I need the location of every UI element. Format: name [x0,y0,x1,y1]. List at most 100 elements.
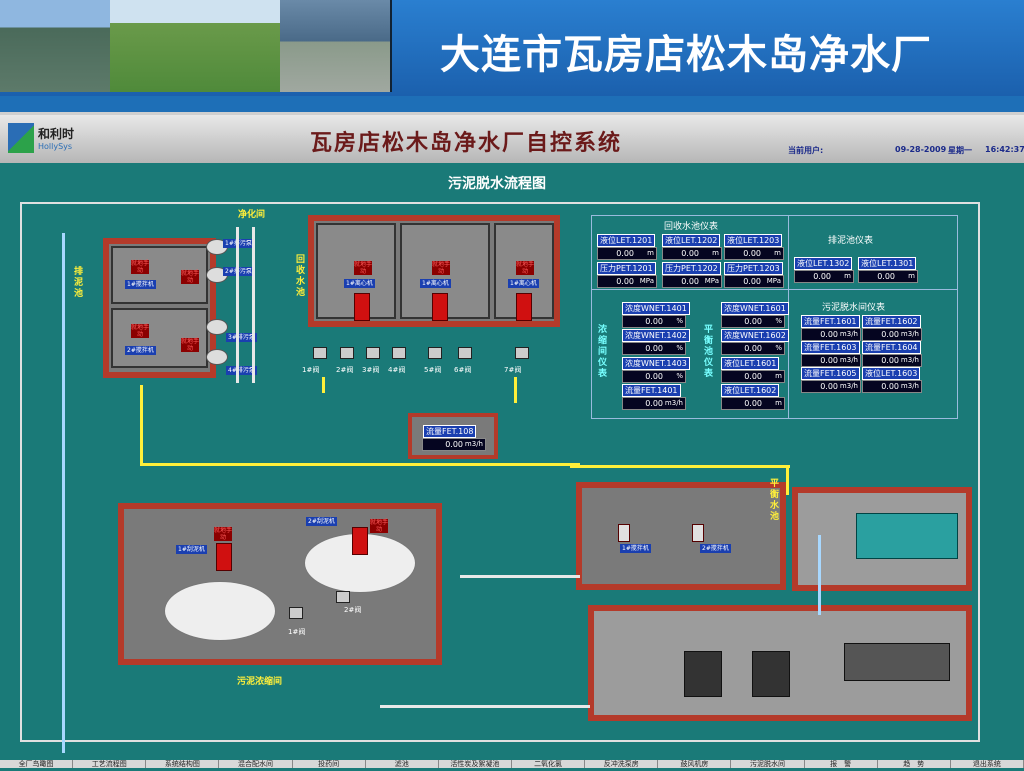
pipe [786,465,789,495]
balance-1-tag: 浓度WNET.1601 [721,302,789,315]
centrifuge-2-icon[interactable] [432,293,448,321]
pipe [514,377,517,403]
label-purification: 净化间 [238,210,266,220]
valve-2[interactable] [340,347,354,359]
balance-mixer-label-2[interactable]: 2#搅拌机 [700,544,731,553]
status-2: 就地手动 [181,270,200,284]
time: 16:42:37 [985,145,1024,154]
scraper-1-icon[interactable] [216,543,232,571]
sewage-pump-4[interactable] [206,349,228,365]
nav-button-11[interactable]: 污泥脱水间 [731,760,805,768]
dewater-3-tag: 流量FET.1603 [801,341,860,354]
dewatering-machine-icon[interactable] [856,513,958,559]
recovery-3-tag: 液位LET.1203 [724,234,783,247]
thick-1-value: 0.00% [622,315,686,328]
mixer-label-2[interactable]: 2#搅拌机 [125,346,156,355]
pipe [460,575,580,578]
centrifuge-label-1[interactable]: 1#离心机 [344,279,375,288]
centrifuge-1-icon[interactable] [354,293,370,321]
logo-text: 和利时 [38,127,75,141]
thick-1-tag: 浓度WNET.1401 [622,302,690,315]
nav-button-10[interactable]: 鼓风机房 [658,760,732,768]
nav-button-9[interactable]: 反冲洗泵房 [585,760,659,768]
recovery-6-tag: 压力PET.1203 [724,262,783,275]
weekday: 星期一 [948,146,972,155]
valve-3[interactable] [366,347,380,359]
dewater-4-tag: 流量FET.1604 [862,341,921,354]
valve-label-4: 4#阀 [388,366,406,374]
nav-button-1[interactable]: 全厂鸟瞰图 [0,760,74,768]
valve-1[interactable] [313,347,327,359]
nav-button-6[interactable]: 滤池 [366,760,439,768]
nav-button-7[interactable]: 活性炭及絮凝池 [439,760,512,768]
current-user-label: 当前用户: [788,146,824,155]
pipe [322,377,325,393]
page-title: 污泥脱水流程图 [448,176,546,192]
valve-label-2: 2#阀 [336,366,354,374]
pipe [570,465,790,468]
label-drain-pool: 排泥池 [74,267,84,299]
mixer-icon[interactable] [618,524,630,542]
valve-label-1: 1#阀 [302,366,320,374]
balance-4-tag: 液位LET.1602 [721,384,780,397]
label-thickening-room: 污泥浓缩间 [237,677,283,687]
nav-button-5[interactable]: 投药间 [293,760,366,768]
nav-button-2[interactable]: 工艺流程图 [73,760,147,768]
drain-pool-room: 就地手动 就地手动 1#搅拌机 就地手动 就地手动 2#搅拌机 [103,238,216,378]
status-9: 就地手动 [370,519,389,533]
balance-mixer-label-1[interactable]: 1#搅拌机 [620,544,651,553]
thick-3-tag: 浓度WNET.1403 [622,357,690,370]
hollysys-logo-icon [8,123,34,153]
photo-plant-aerial [110,0,282,92]
dewater-6-tag: 液位LET.1603 [862,367,921,380]
centrifuge-label-2[interactable]: 1#离心机 [420,279,451,288]
pipe-cyan [62,233,65,753]
status-3: 就地手动 [131,324,150,338]
label-balance-inst: 平衡池仪表 [704,325,714,379]
nav-button-4[interactable]: 混合配水间 [219,760,293,768]
label-thick-inst: 浓缩间仪表 [598,325,608,379]
nav-button-8[interactable]: 二氧化氯 [512,760,586,768]
valve-6[interactable] [458,347,472,359]
sewage-pump-3[interactable] [206,319,228,335]
centrifuge-label-3[interactable]: 1#离心机 [508,279,539,288]
centrifuge-3-icon[interactable] [516,293,532,321]
flow-108-tag: 流量FET.108 [423,425,477,438]
valve-7[interactable] [515,347,529,359]
screw-conveyor-icon[interactable] [844,643,950,681]
nav-button-14[interactable]: 退出系统 [951,760,1024,768]
scraper-2-icon[interactable] [352,527,368,555]
pipe [140,385,143,465]
nav-button-13[interactable]: 趋 势 [878,760,951,768]
balance-2-tag: 浓度WNET.1602 [721,329,789,342]
valve-label-6: 6#阀 [454,366,472,374]
pipe [252,227,255,383]
thickener-1[interactable] [164,581,276,641]
banner: 大连市瓦房店松木岛净水厂 [0,0,1024,96]
mixer-label-1[interactable]: 1#搅拌机 [125,280,156,289]
nav-button-3[interactable]: 系统结构图 [146,760,220,768]
status-4: 就地手动 [181,338,200,352]
hmi-screen: 和利时 HollySys 瓦房店松木岛净水厂自控系统 当前用户: 09-28-2… [0,112,1024,771]
valve-4[interactable] [392,347,406,359]
thickener-valve-2[interactable] [336,591,350,603]
thickener-valve-1[interactable] [289,607,303,619]
valve-5[interactable] [428,347,442,359]
mixer-icon[interactable] [692,524,704,542]
thick-3-value: 0.00% [622,370,686,383]
status-7: 就地手动 [516,261,535,275]
status-5: 就地手动 [354,261,373,275]
dewater-5-tag: 流量FET.1605 [801,367,860,380]
nav-button-12[interactable]: 报 警 [805,760,878,768]
valve-label-5: 5#阀 [424,366,442,374]
date: 09-28-2009 [895,145,947,154]
sewage-pump-label-3: 3#排污泵 [226,333,257,342]
